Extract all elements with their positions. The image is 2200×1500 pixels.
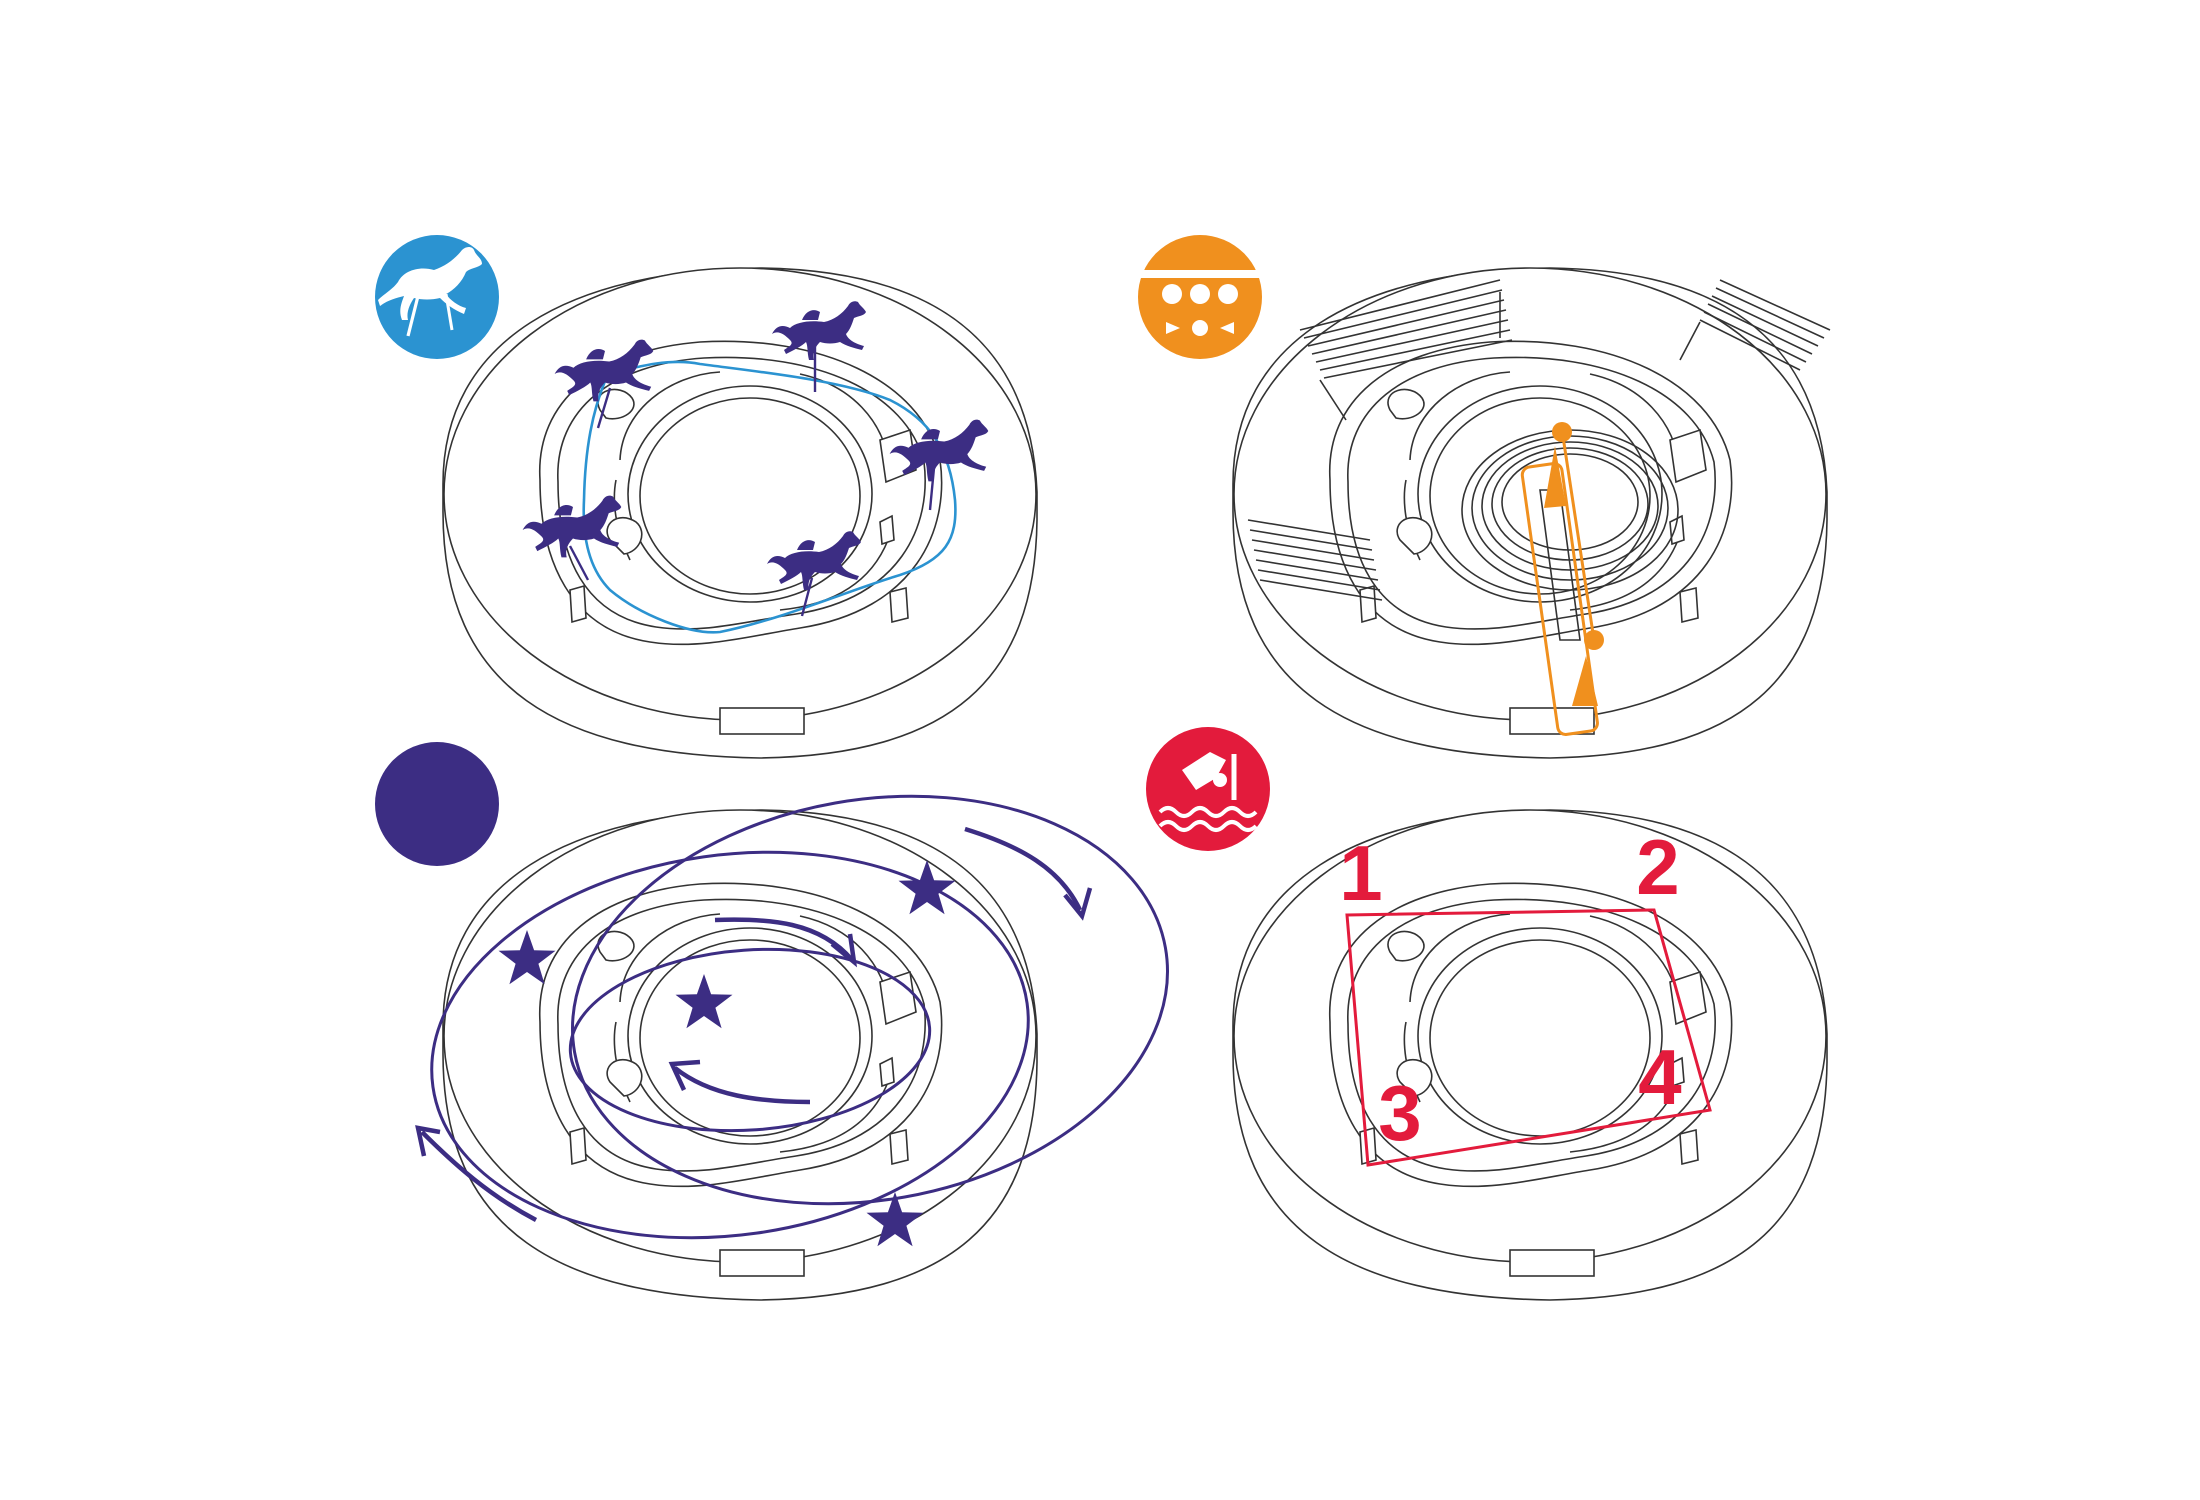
panel-equestrian: [375, 235, 1038, 759]
panel-swimming: 1 2 3 4: [1146, 727, 1828, 1301]
swimming-badge: [1146, 727, 1270, 851]
swimming-label-1: 1: [1339, 829, 1382, 917]
performance-markers: [1544, 422, 1604, 706]
venue-outline: [1232, 809, 1828, 1301]
grandstands: [1247, 279, 1831, 601]
venue-outline: [442, 267, 1038, 759]
swimming-label-2: 2: [1636, 823, 1679, 911]
show-badge: [375, 742, 499, 866]
panel-performance: [1138, 235, 1831, 759]
venue-outline: [1232, 267, 1828, 759]
panel-show: [375, 742, 1169, 1301]
swimming-label-4: 4: [1638, 1033, 1681, 1121]
motion-arrows: [415, 826, 1093, 1222]
swimming-label-3: 3: [1378, 1069, 1421, 1157]
performance-route: [1520, 429, 1599, 736]
horse-rider-icon: [378, 247, 482, 337]
diver-waves-icon: [1158, 752, 1258, 832]
audience-stage-icon: [1140, 270, 1260, 336]
swimming-quad: [1345, 908, 1712, 1167]
orbit-paths: [430, 794, 1169, 1240]
